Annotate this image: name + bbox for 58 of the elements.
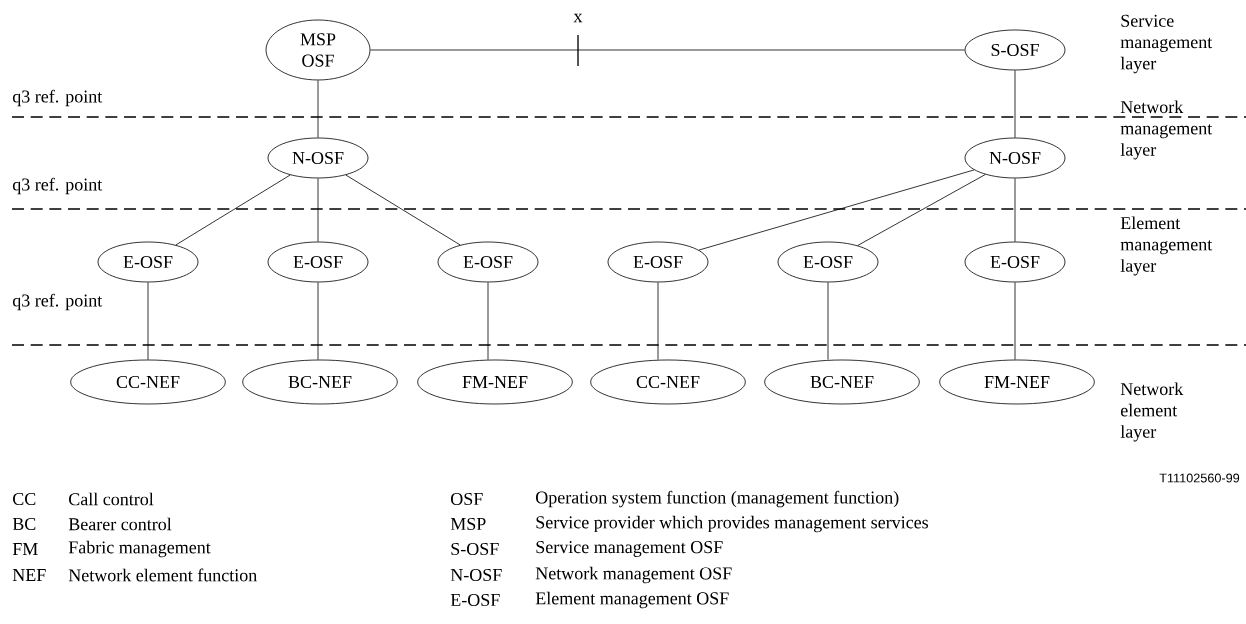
connector-line	[487, 282, 489, 360]
connector-line	[370, 49, 965, 51]
layer-label: Service management layer	[1120, 14, 1213, 74]
ellipse-node: E-OSF	[964, 241, 1066, 283]
connector-line	[857, 174, 986, 246]
legend-text: Network element function	[68, 568, 257, 582]
legend-text: OSF	[451, 492, 483, 506]
ellipse-node: N-OSF	[964, 137, 1066, 179]
ellipse-node: E-OSF	[607, 241, 709, 283]
ellipse-node: CC-NEF	[70, 359, 226, 405]
connector-line	[345, 174, 461, 246]
reference-point-label: q3 ref. point	[12, 89, 103, 107]
ellipse-node: S-OSF	[964, 29, 1066, 71]
layer-label: Network management layer	[1120, 100, 1213, 160]
layer-label: Element management layer	[1120, 216, 1213, 276]
legend-text: CC	[13, 492, 36, 506]
legend-text: Call control	[69, 492, 154, 506]
legend-text: Network management OSF	[535, 566, 732, 584]
legend-text: Element management OSF	[535, 591, 729, 609]
ellipse-node: N-OSF	[267, 137, 369, 179]
connector-line	[1014, 178, 1016, 242]
ellipse-node: FM-NEF	[939, 359, 1095, 405]
legend-text: Operation system function (management function)	[536, 490, 899, 508]
legend-text: Service management OSF	[536, 541, 723, 557]
ellipse-node: CC-NEF	[590, 359, 746, 405]
legend-text: E-OSF	[450, 593, 500, 607]
connector-line	[175, 174, 291, 246]
ellipse-node: E-OSF	[777, 241, 879, 283]
reference-point-label: q3 ref. point	[12, 177, 103, 195]
ellipse-node: E-OSF	[97, 241, 199, 283]
connector-line	[1014, 282, 1016, 360]
figure-number: T11102560-99	[1159, 473, 1240, 483]
connector-line	[317, 80, 319, 138]
edge-label: x	[573, 13, 583, 23]
legend-text: MSP	[450, 517, 486, 531]
legend-text: Service provider which provides management services	[536, 515, 929, 533]
connector-line	[317, 282, 319, 360]
legend-text: Fabric management	[68, 540, 211, 558]
layer-label: Network element layer	[1120, 382, 1184, 442]
connector-line	[657, 282, 659, 360]
ellipse-node: E-OSF	[437, 241, 539, 283]
connector-line	[317, 178, 319, 242]
legend-text: N-OSF	[450, 568, 502, 582]
ellipse-node: FM-NEF	[417, 359, 573, 405]
ellipse-node: MSP OSF	[265, 19, 371, 81]
legend-text: Bearer control	[68, 517, 172, 531]
connector-line	[1014, 70, 1016, 138]
legend-text: BC	[12, 517, 36, 531]
legend-text: FM	[12, 543, 38, 555]
ellipse-node: BC-NEF	[242, 359, 398, 405]
legend-text: NEF	[12, 569, 46, 581]
connector-line	[147, 282, 149, 360]
connector-line	[698, 169, 975, 251]
connector-line	[827, 282, 829, 360]
reference-point-label: q3 ref. point	[12, 293, 103, 311]
legend-text: S-OSF	[451, 542, 499, 556]
ellipse-node: BC-NEF	[764, 359, 920, 405]
ellipse-node: E-OSF	[267, 241, 369, 283]
